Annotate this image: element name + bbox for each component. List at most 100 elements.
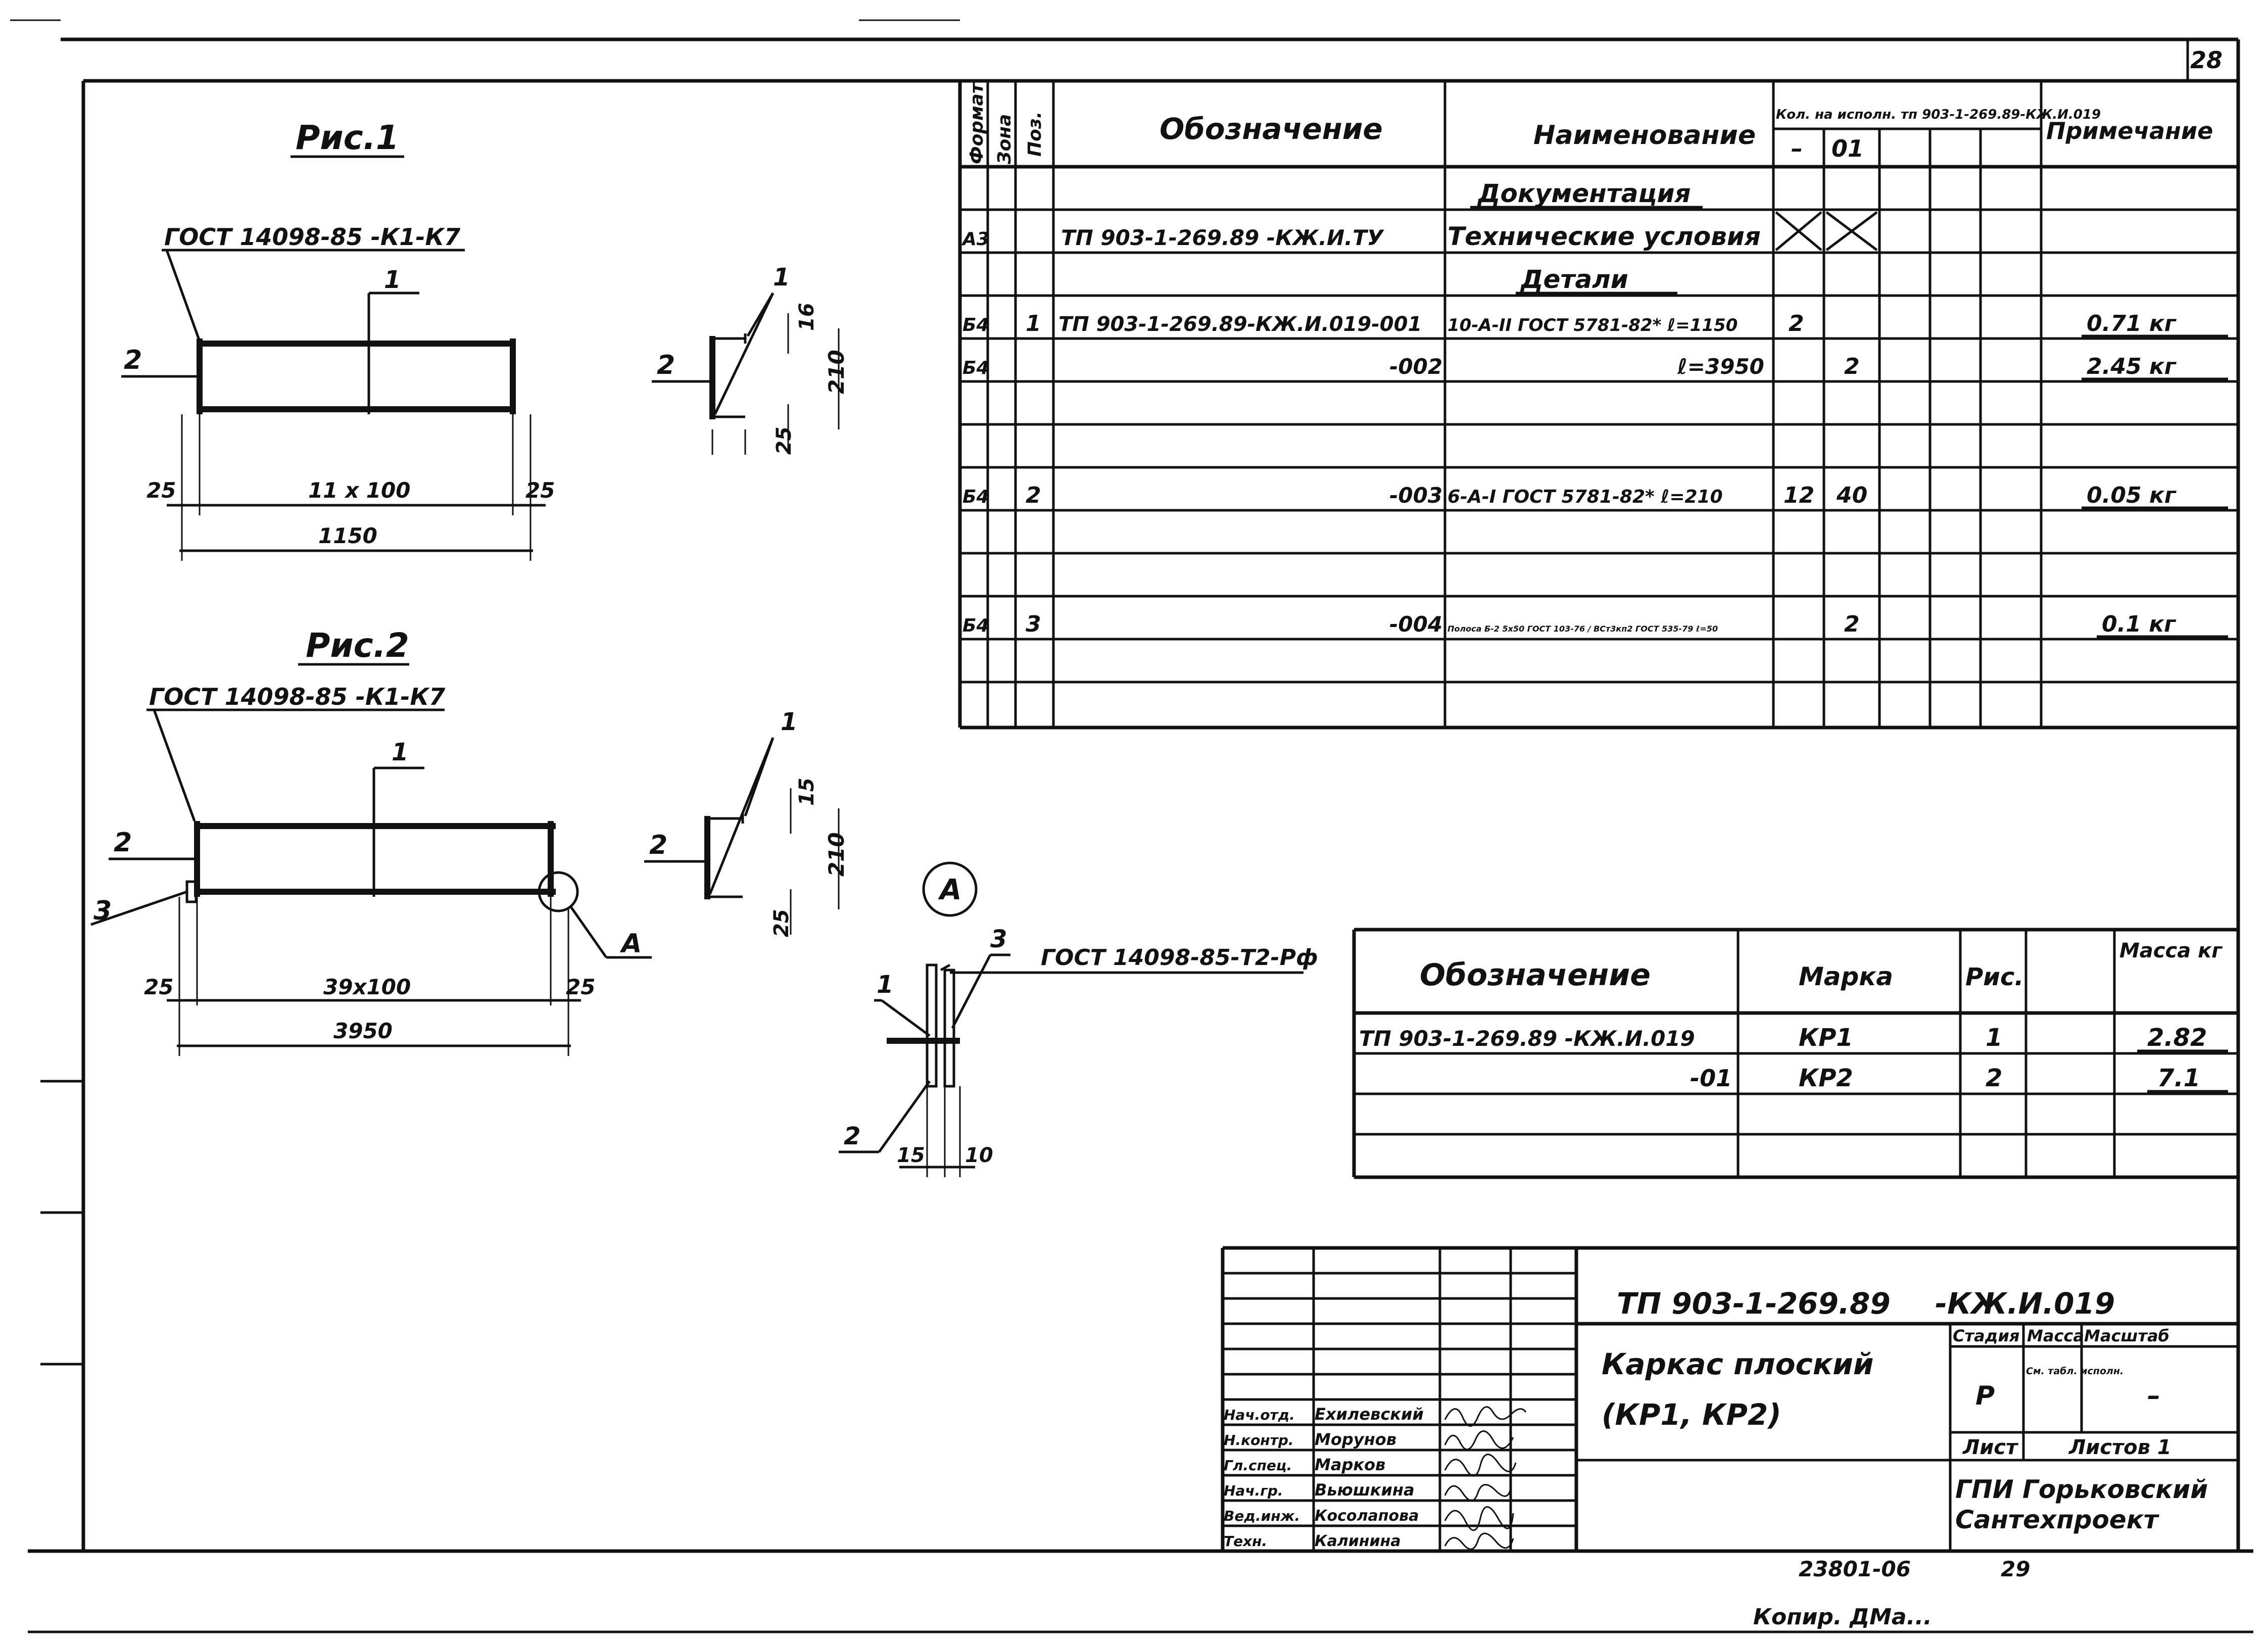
spec-row-3-note: 0.71 кг bbox=[2087, 311, 2177, 336]
title-org-2: Сантехпроект bbox=[1955, 1505, 2160, 1534]
person-1-role: Н.контр. bbox=[1224, 1432, 1294, 1449]
fig1-sec-210: 210 bbox=[824, 350, 849, 394]
signature-1 bbox=[1444, 1430, 1514, 1451]
spec-header-zone: Зона bbox=[994, 114, 1015, 165]
marks-table: Обозначение Марка Рис. Масса кг ТП 903-1… bbox=[1352, 928, 2238, 1179]
fig1-dim-total: 1150 bbox=[318, 523, 377, 548]
spec-row-4-designation: -002 bbox=[1389, 354, 1442, 379]
spec-row-6-name: 6-А-I ГОСТ 5781-82* ℓ=210 bbox=[1447, 487, 1723, 507]
spec-row-4-q2: 2 bbox=[1844, 354, 1860, 379]
person-5-role: Техн. bbox=[1224, 1533, 1267, 1550]
specification-table: Формат Зона Поз. Обозначение Наименовани… bbox=[958, 81, 2238, 730]
spec-row-0-name: Документация bbox=[1477, 179, 1691, 208]
marks-row-0-designation: ТП 903-1-269.89 -КЖ.И.019 bbox=[1359, 1026, 1695, 1051]
person-0-role: Нач.отд. bbox=[1224, 1407, 1295, 1423]
spec-header-format: Формат bbox=[967, 82, 987, 164]
spec-row-4-name: ℓ=3950 bbox=[1677, 354, 1764, 379]
spec-row-3-name: 10-А-II ГОСТ 5781-82* ℓ=1150 bbox=[1447, 315, 1738, 335]
fig1-sec-pos2: 2 bbox=[657, 350, 675, 380]
marks-header-mass: Масса кг bbox=[2119, 939, 2223, 962]
detail-a-label: А bbox=[938, 874, 961, 906]
spec-header-pos: Поз. bbox=[1025, 112, 1045, 157]
fig1-sec-16: 16 bbox=[795, 303, 818, 331]
marks-row-1-mass: 7.1 bbox=[2157, 1064, 2200, 1092]
archive-number: 23801-06 bbox=[1799, 1557, 1911, 1581]
fig1-dim-mid: 11 х 100 bbox=[308, 478, 410, 503]
signature-5 bbox=[1444, 1532, 1514, 1550]
spec-row-1-name: Технические условия bbox=[1447, 222, 1761, 251]
fig1-pos1: 1 bbox=[384, 266, 401, 294]
spec-row-6-format: Б4 bbox=[962, 487, 989, 507]
spec-row-6-q2: 40 bbox=[1836, 482, 1867, 508]
fig2-pos3: 3 bbox=[93, 896, 112, 926]
spec-row-8-pos: 3 bbox=[1026, 611, 1041, 637]
spec-row-8-format: Б4 bbox=[962, 615, 989, 636]
title-stage: Р bbox=[1975, 1381, 1995, 1411]
detail-a-d10: 10 bbox=[965, 1144, 993, 1167]
fig2-dim-right: 25 bbox=[566, 975, 595, 999]
signature-3 bbox=[1444, 1484, 1512, 1502]
marks-row-0-fig: 1 bbox=[1986, 1024, 2002, 1052]
spec-header-qty: Кол. на исполн. тп 903-1-269.89-КЖ.И.019 bbox=[1776, 107, 2101, 122]
spec-row-4-format: Б4 bbox=[962, 358, 989, 378]
spec-header-qty-a: – bbox=[1791, 135, 1803, 162]
fig2-dim-mid: 39х100 bbox=[323, 975, 411, 999]
marks-row-0-mass: 2.82 bbox=[2147, 1024, 2207, 1052]
marks-row-1-fig: 2 bbox=[1986, 1064, 2002, 1092]
marks-header-mark: Марка bbox=[1799, 962, 1893, 991]
signature-0 bbox=[1444, 1406, 1527, 1427]
marks-header-fig: Рис. bbox=[1965, 963, 2024, 991]
title-scale: – bbox=[2147, 1381, 2160, 1411]
spec-row-8-q2: 2 bbox=[1844, 611, 1860, 637]
spec-row-3-q1: 2 bbox=[1789, 311, 1804, 336]
spec-row-6-pos: 2 bbox=[1026, 482, 1041, 508]
fig1-sec-pos1: 1 bbox=[773, 263, 790, 292]
fig1-dim-right: 25 bbox=[525, 478, 555, 503]
spec-row-3-format: Б4 bbox=[962, 315, 989, 335]
detail-a-p2: 2 bbox=[844, 1122, 860, 1150]
signature-4 bbox=[1444, 1506, 1514, 1531]
page-number: 28 bbox=[2190, 46, 2223, 74]
detail-a-p1: 1 bbox=[877, 971, 893, 999]
fig1-title: Рис.1 bbox=[296, 118, 399, 157]
fig1-dim-left: 25 bbox=[147, 478, 176, 503]
detail-a-gost: ГОСТ 14098-85-Т2-Рф bbox=[1041, 945, 1318, 971]
fig2-sec-210: 210 bbox=[824, 832, 849, 877]
fig1-section: 1 2 16 210 25 bbox=[652, 263, 849, 455]
spec-header-designation: Обозначение bbox=[1160, 112, 1383, 146]
detail-a-circle bbox=[922, 861, 978, 917]
title-mass-header: Масса bbox=[2027, 1326, 2084, 1345]
title-name-line1: Каркас плоский bbox=[1602, 1347, 1874, 1381]
person-3-role: Нач.гр. bbox=[1224, 1482, 1283, 1499]
title-scale-header: Масштаб bbox=[2084, 1326, 2169, 1345]
signature-2 bbox=[1444, 1454, 1517, 1477]
fig2-pos2: 2 bbox=[114, 828, 132, 858]
person-4-role: Вед.инж. bbox=[1224, 1508, 1300, 1524]
title-org-1: ГПИ Горьковский bbox=[1955, 1475, 2208, 1504]
title-sheets-header: Листов 1 bbox=[2068, 1436, 2172, 1459]
figure-2: Рис.2 ГОСТ 14098-85 -К1-К7 1 2 3 А 25 39… bbox=[90, 626, 652, 1056]
fig2-dim-total: 3950 bbox=[333, 1019, 393, 1043]
spec-row-1-designation: ТП 903-1-269.89 -КЖ.И.ТУ bbox=[1061, 225, 1385, 250]
spec-row-8-designation: -004 bbox=[1389, 612, 1442, 637]
spec-row-6-note: 0.05 кг bbox=[2087, 482, 2177, 508]
person-2-name: Марков bbox=[1315, 1455, 1385, 1474]
person-2-role: Гл.спец. bbox=[1224, 1457, 1292, 1474]
person-4-name: Косолапова bbox=[1315, 1507, 1419, 1525]
fig1-gost: ГОСТ 14098-85 -К1-К7 bbox=[164, 223, 460, 251]
fig2-title: Рис.2 bbox=[306, 626, 409, 665]
detail-a: А 3 ГОСТ 14098-85-Т2-Рф 1 2 15 10 bbox=[839, 861, 1318, 1177]
figure-1: Рис.1 ГОСТ 14098-85 -К1-К7 1 2 25 11 х 1… bbox=[121, 118, 555, 561]
marks-header-designation: Обозначение bbox=[1420, 957, 1651, 993]
fig2-pos1: 1 bbox=[392, 738, 408, 766]
fig2-section: 1 2 15 210 25 bbox=[644, 708, 849, 937]
spec-row-8-name: Полоса Б-2 5х50 ГОСТ 103-76 / ВСт3кп2 ГО… bbox=[1447, 624, 1718, 634]
spec-row-4-note: 2.45 кг bbox=[2087, 354, 2177, 379]
marks-row-1-mark: КР2 bbox=[1799, 1064, 1853, 1092]
title-name-line2: (КР1, КР2) bbox=[1602, 1397, 1781, 1432]
spec-row-2-name: Детали bbox=[1520, 265, 1628, 294]
title-mass: См. табл. исполн. bbox=[2026, 1366, 2124, 1377]
spec-row-1-format: А3 bbox=[961, 229, 989, 250]
marks-row-0-mark: КР1 bbox=[1799, 1024, 1853, 1052]
fig2-dim-left: 25 bbox=[144, 975, 173, 999]
